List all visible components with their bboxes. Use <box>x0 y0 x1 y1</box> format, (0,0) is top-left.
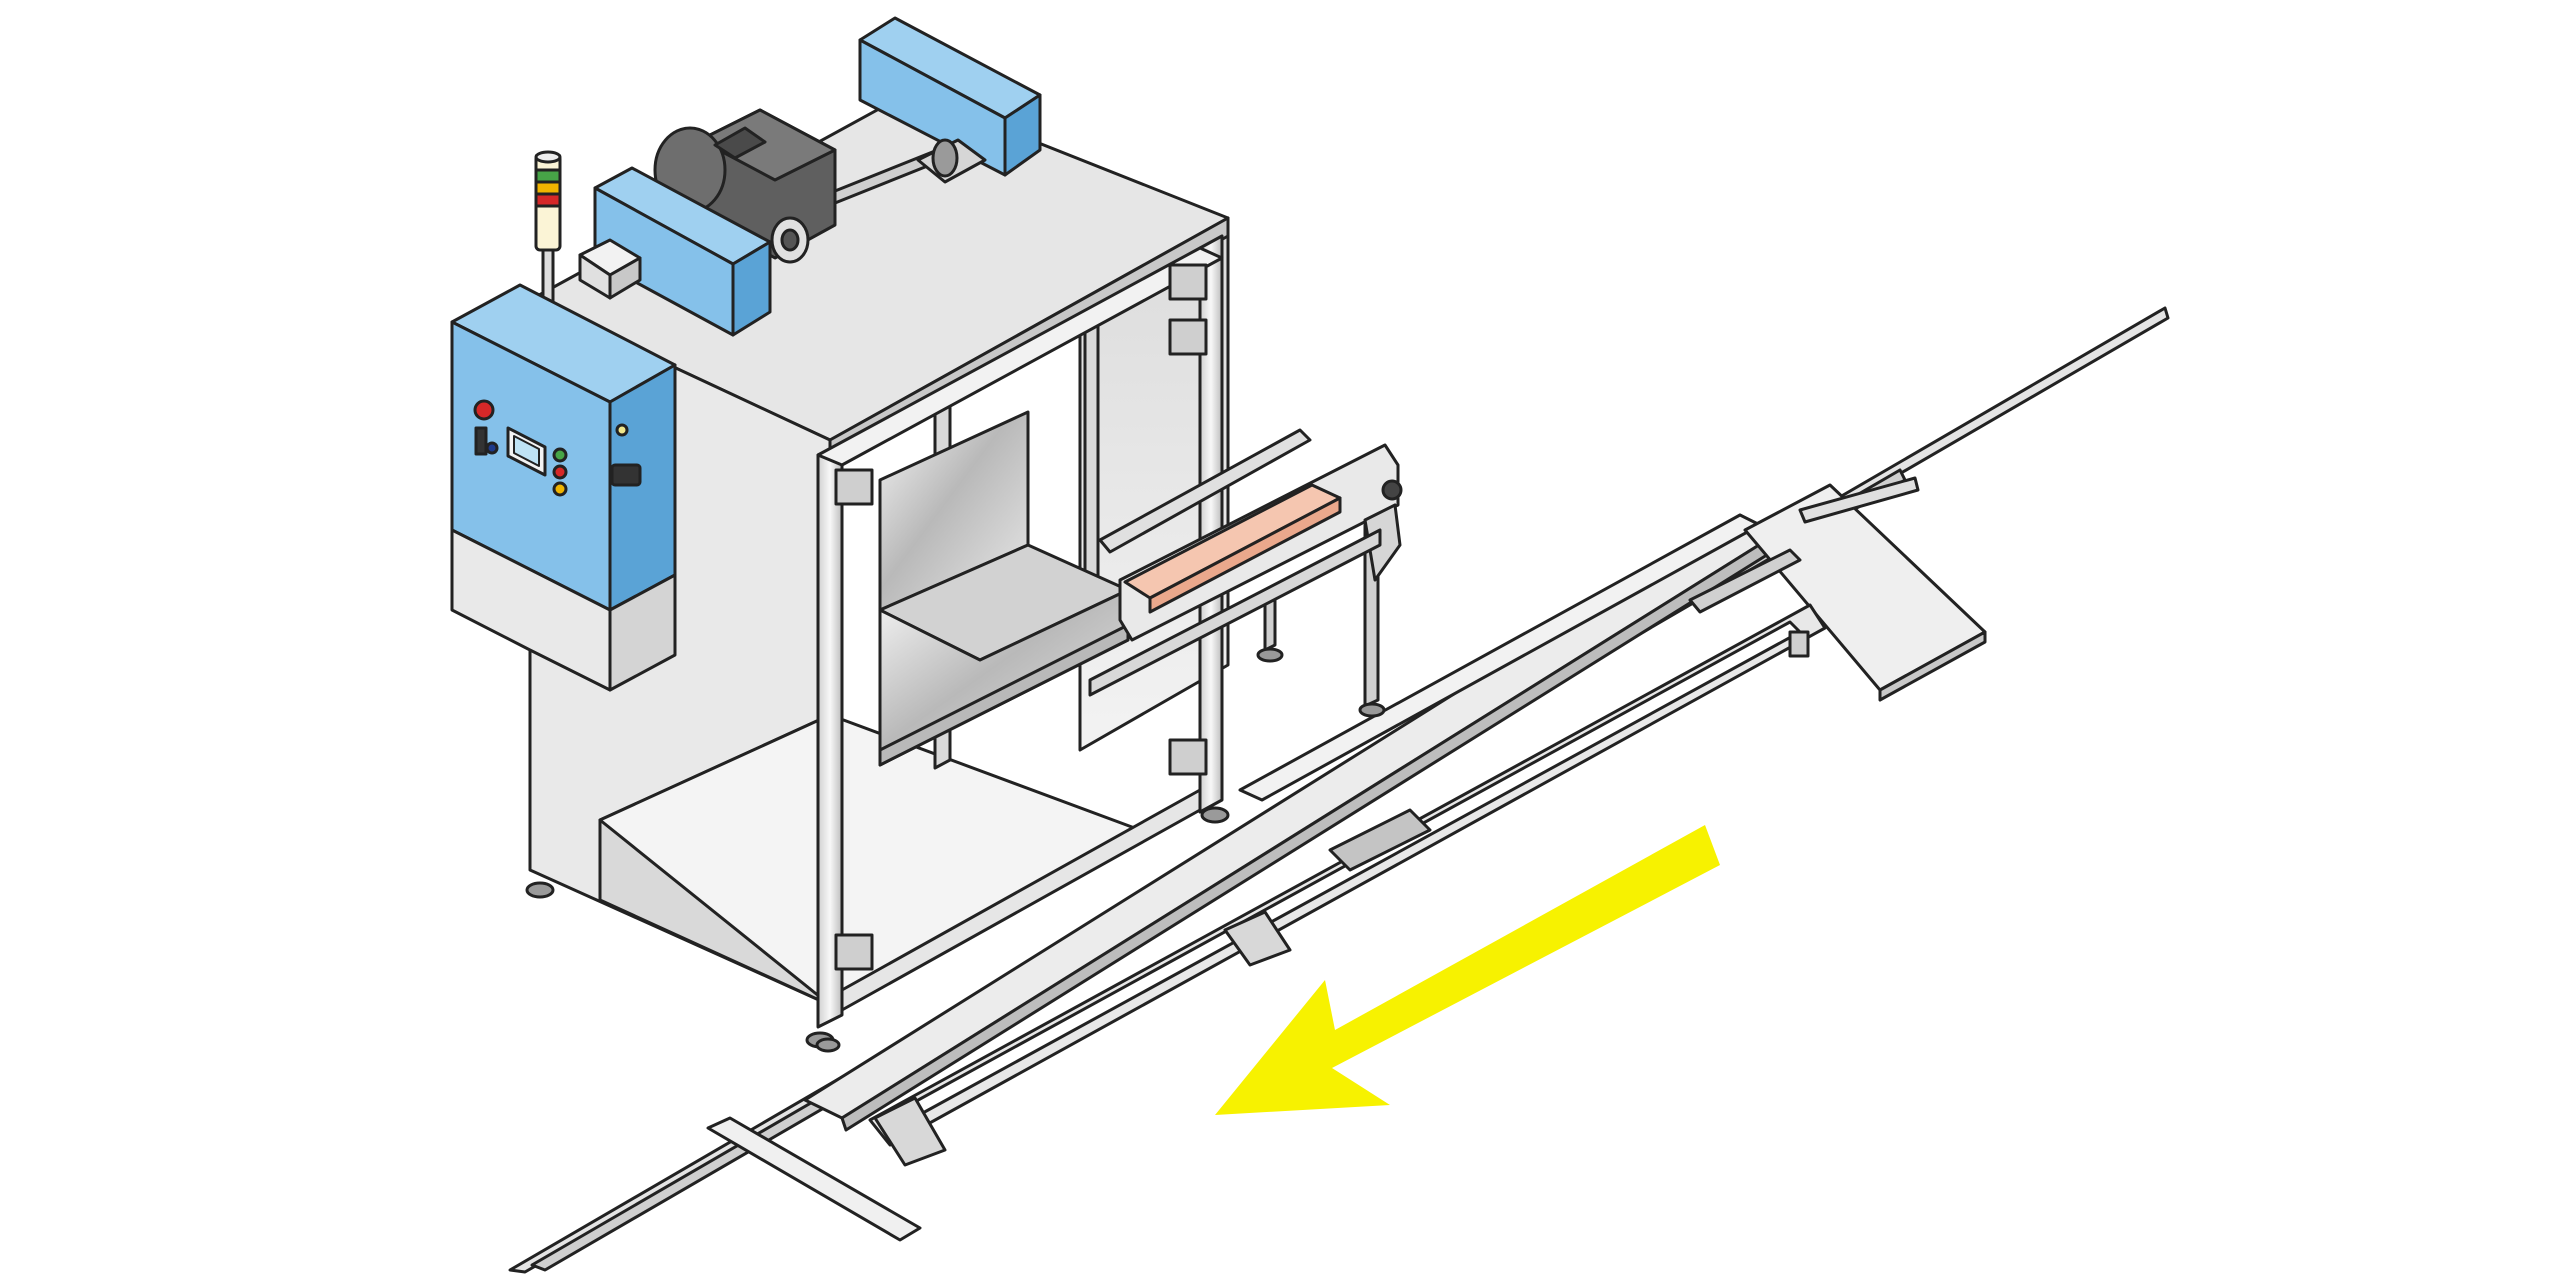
indicator-blue <box>485 441 499 455</box>
display-screen <box>513 435 540 467</box>
bearing-disc <box>931 138 959 178</box>
frame-foot-left <box>815 1037 841 1053</box>
carriage-foot-left <box>873 1096 947 1167</box>
front-frame <box>815 234 1224 1053</box>
conveyor-foot-1 <box>1256 647 1284 663</box>
carriage-center-plate <box>1328 808 1432 872</box>
pusher-tray-edge <box>878 623 1130 767</box>
motor-flange-inner <box>780 228 800 252</box>
lamp-green <box>534 168 562 184</box>
front-cover-side <box>731 240 772 337</box>
machine-foot-3 <box>1200 806 1230 824</box>
rail-ramp-edge <box>1878 630 1987 702</box>
control-box-base-side <box>608 573 677 692</box>
conveyor-roller <box>1381 479 1403 501</box>
control-box-base <box>450 528 612 692</box>
carriage-slot <box>1688 548 1802 614</box>
key-switch <box>474 426 488 456</box>
conveyor-cross-beam <box>1088 528 1382 697</box>
frame-bracket-bottom-right <box>1168 738 1208 776</box>
frame-bracket-top-left <box>834 468 874 506</box>
pusher-plate <box>878 410 1130 767</box>
conveyor-guide <box>1098 428 1312 554</box>
control-box-side <box>608 363 677 612</box>
emergency-stop-icon <box>473 399 495 421</box>
junction-box-side <box>608 256 642 300</box>
frame-bracket-bottom-left <box>834 933 874 971</box>
machine-foot-1 <box>525 881 555 899</box>
arrow-down-left-icon <box>1215 825 1720 1115</box>
rail-bracket <box>1798 476 1920 524</box>
rail-track-icon <box>508 306 2170 1274</box>
frame-bracket-mid-right <box>1168 318 1208 356</box>
signal-tower-cap <box>534 150 562 164</box>
carriage-foot-mid <box>1223 910 1292 967</box>
conveyor-belt-2 <box>1148 496 1342 614</box>
conveyor-icon <box>1088 428 1403 718</box>
frame-top-bar <box>816 246 1224 467</box>
button-green <box>552 447 568 463</box>
rail-end-cap <box>1788 630 1810 658</box>
selector-switch <box>610 463 642 487</box>
drive-assembly <box>578 16 1042 337</box>
conveyor-end-block <box>1363 503 1402 582</box>
machine-body <box>525 90 1230 1049</box>
conveyor-foot-2 <box>1358 702 1386 718</box>
lamp-amber <box>534 180 562 196</box>
button-yellow <box>552 481 568 497</box>
control-panel-icon <box>450 283 677 692</box>
motor-terminal-box <box>713 126 767 160</box>
motor-body-top <box>698 108 837 182</box>
lamp-red <box>534 192 562 208</box>
rail-cross-tie <box>706 1116 922 1242</box>
rail-upper-bar <box>1238 513 1762 802</box>
rear-cover-side <box>1003 93 1042 177</box>
button-red <box>552 464 568 480</box>
indicator-side <box>615 423 629 437</box>
frame-bracket-top-right <box>1168 263 1208 301</box>
frame-bottom-bar <box>840 788 1202 1012</box>
